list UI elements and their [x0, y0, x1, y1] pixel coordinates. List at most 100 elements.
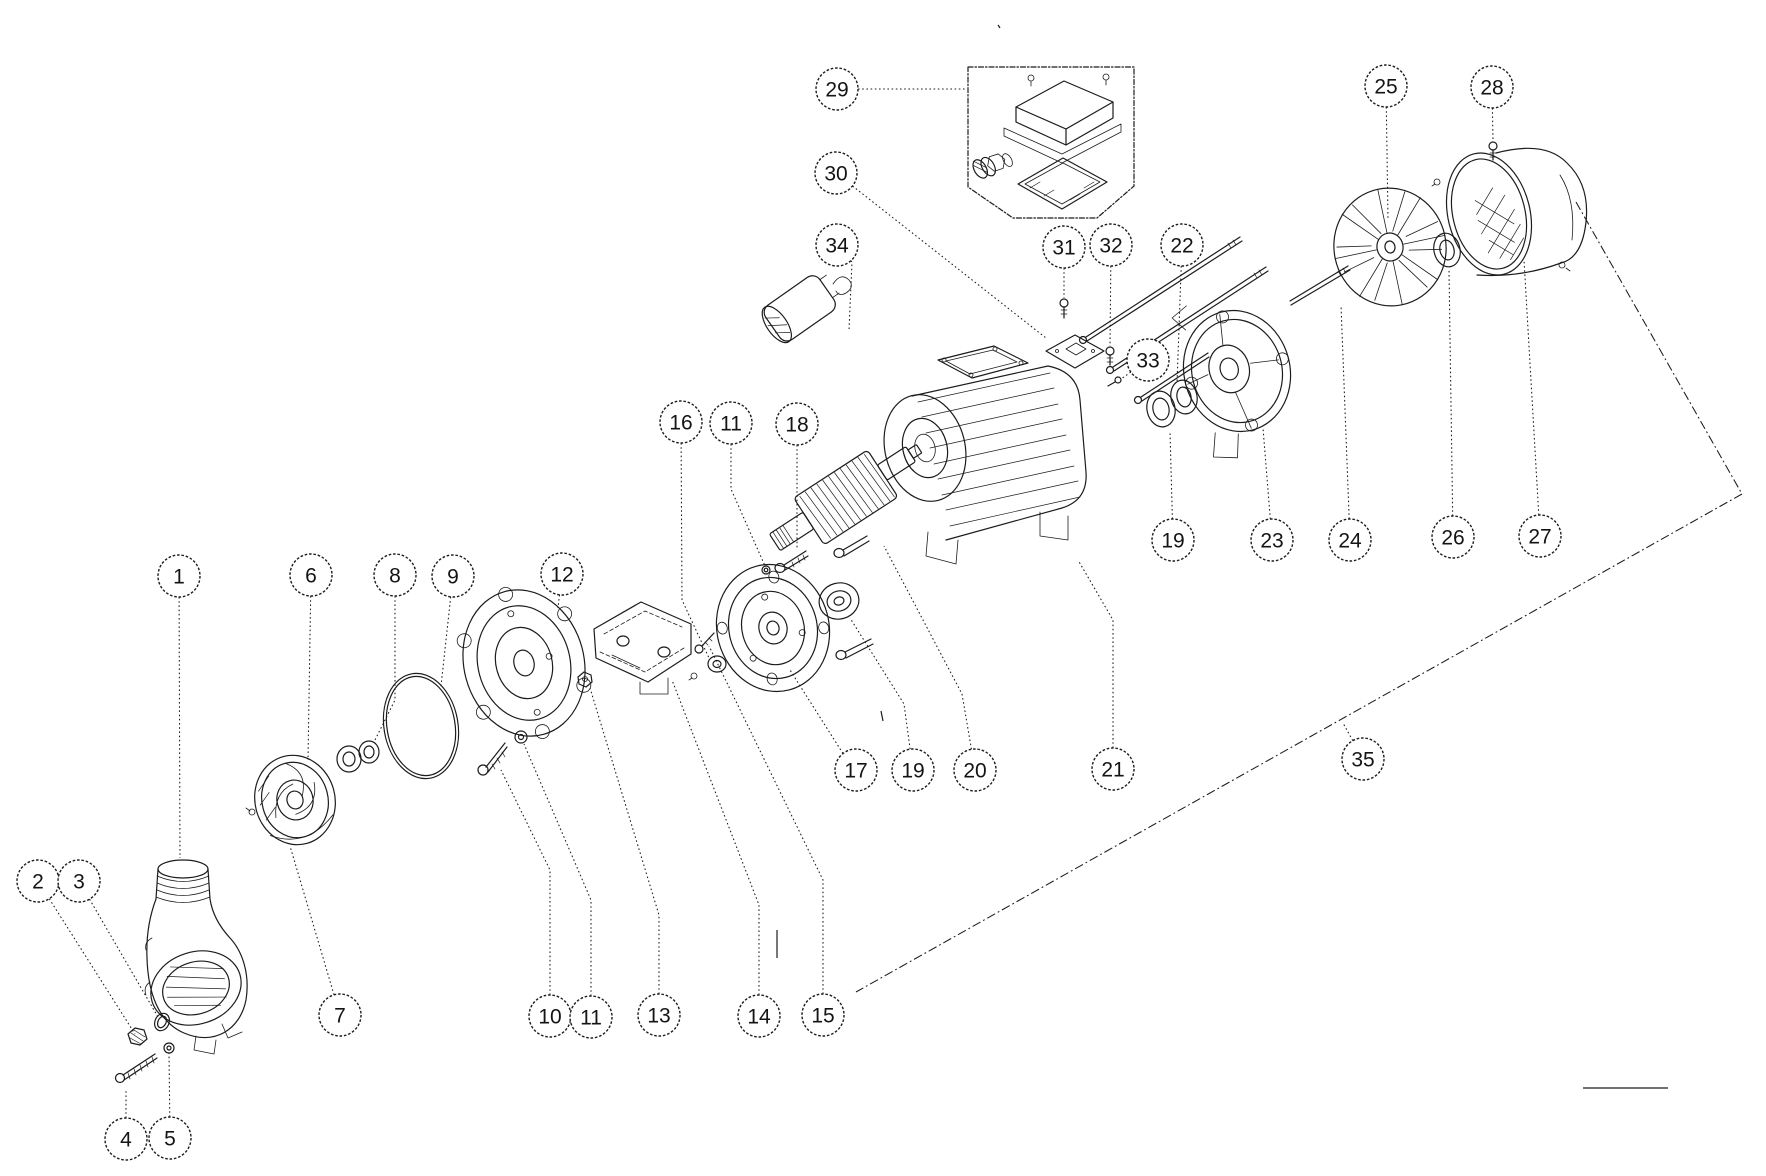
- part-rear-bracket: [1171, 305, 1292, 459]
- leader-16: [680, 421, 710, 659]
- callout-7: 7: [318, 993, 362, 1037]
- construction-layer: [776, 24, 1743, 1089]
- callout-19-front: 19: [891, 748, 935, 792]
- parts-layer: [114, 66, 1588, 1084]
- leader-24: [1340, 304, 1351, 541]
- leader-8: [373, 575, 396, 743]
- callout-label-19-rear: 19: [1161, 530, 1184, 553]
- callout-label-29: 29: [825, 79, 848, 102]
- callout-label-20: 20: [963, 760, 986, 783]
- callout-label-26: 26: [1441, 527, 1464, 550]
- leader-23: [1262, 427, 1273, 541]
- boundary-lower: [855, 493, 1743, 993]
- leader-7: [289, 845, 341, 1016]
- leader-20: [883, 545, 976, 771]
- callout-label-12: 12: [550, 564, 573, 587]
- leader-19-front: [849, 617, 914, 771]
- part-terminal-board: [1045, 334, 1105, 369]
- part-front-bearing: [818, 582, 860, 620]
- part-mech-seal: [336, 740, 380, 773]
- leader-layer: [37, 85, 1541, 1139]
- callout-label-11-bottom: 11: [580, 1007, 602, 1030]
- leader-15: [708, 645, 824, 1015]
- part-terminal-box: [967, 66, 1135, 219]
- part-fan: [1333, 178, 1447, 307]
- callout-8: 8: [373, 553, 417, 597]
- leader-11-top: [730, 423, 766, 567]
- callout-label-27: 27: [1528, 526, 1551, 549]
- part-screw-10: [477, 742, 508, 776]
- part-flange-bolts: [761, 535, 874, 661]
- callout-label-25: 25: [1374, 76, 1397, 99]
- callout-21: 21: [1091, 747, 1135, 791]
- part-rotor: [769, 444, 923, 551]
- callout-19-rear: 19: [1151, 518, 1195, 562]
- part-washer-16: [688, 655, 727, 681]
- leader-3: [78, 880, 159, 1018]
- callout-30: 30: [814, 151, 858, 195]
- leader-34: [836, 244, 853, 331]
- callout-15: 15: [801, 993, 845, 1037]
- callout-35: 35: [1341, 737, 1385, 781]
- part-plug: [127, 1027, 148, 1046]
- callout-label-18: 18: [785, 414, 808, 437]
- callout-24: 24: [1328, 518, 1372, 562]
- callout-12: 12: [540, 552, 584, 596]
- part-motor-housing: [883, 345, 1087, 565]
- part-nut-13: [577, 671, 593, 688]
- callout-6: 6: [289, 553, 333, 597]
- part-o-ring-large: [382, 672, 460, 780]
- leader-9: [440, 575, 454, 687]
- part-bracket: [593, 601, 692, 695]
- part-screw-28: [1488, 141, 1498, 161]
- callout-label-11-top: 11: [720, 413, 742, 436]
- callout-17: 17: [834, 748, 878, 792]
- leader-25: [1385, 85, 1389, 221]
- callout-5: 5: [148, 1116, 192, 1160]
- leader-11-bottom: [523, 743, 592, 1017]
- callout-label-19-front: 19: [901, 760, 924, 783]
- callout-label-5: 5: [164, 1128, 176, 1151]
- leader-30: [835, 172, 1047, 339]
- callout-label-16: 16: [669, 412, 692, 435]
- part-screw-32: [1105, 346, 1115, 366]
- callout-label-17: 17: [844, 760, 867, 783]
- callout-3: 3: [57, 859, 101, 903]
- callout-10: 10: [528, 994, 572, 1038]
- callout-34: 34: [815, 223, 859, 267]
- callout-25: 25: [1364, 64, 1408, 108]
- callout-2: 2: [16, 859, 60, 903]
- callout-label-6: 6: [305, 565, 317, 588]
- part-screw-33: [1107, 376, 1122, 387]
- leader-6: [307, 574, 312, 761]
- leader-1: [178, 575, 181, 859]
- callout-20: 20: [953, 748, 997, 792]
- callout-label-28: 28: [1480, 77, 1503, 100]
- part-washer-5: [163, 1042, 175, 1054]
- callout-label-24: 24: [1338, 530, 1362, 553]
- leader-26: [1448, 269, 1454, 538]
- callout-label-9: 9: [447, 566, 459, 589]
- callout-16: 16: [659, 400, 703, 444]
- callout-label-31: 31: [1052, 237, 1075, 260]
- callout-label-13: 13: [647, 1005, 670, 1028]
- callout-label-15: 15: [811, 1005, 834, 1028]
- part-impeller: [245, 754, 336, 846]
- callout-23: 23: [1250, 518, 1294, 562]
- callout-33: 33: [1126, 338, 1170, 382]
- callout-label-10: 10: [538, 1006, 561, 1029]
- callout-27: 27: [1518, 514, 1562, 558]
- callout-11-bottom: 11: [569, 995, 613, 1039]
- boundary-upper: [1575, 201, 1743, 495]
- callout-1: 1: [157, 554, 201, 598]
- leader-10: [500, 769, 551, 1016]
- callout-label-2: 2: [32, 871, 44, 894]
- callout-label-35: 35: [1351, 749, 1374, 772]
- callout-28: 28: [1470, 65, 1514, 109]
- callout-label-8: 8: [389, 565, 401, 588]
- callout-label-3: 3: [73, 871, 85, 894]
- callout-14: 14: [737, 994, 781, 1038]
- part-screw-15: [694, 632, 715, 654]
